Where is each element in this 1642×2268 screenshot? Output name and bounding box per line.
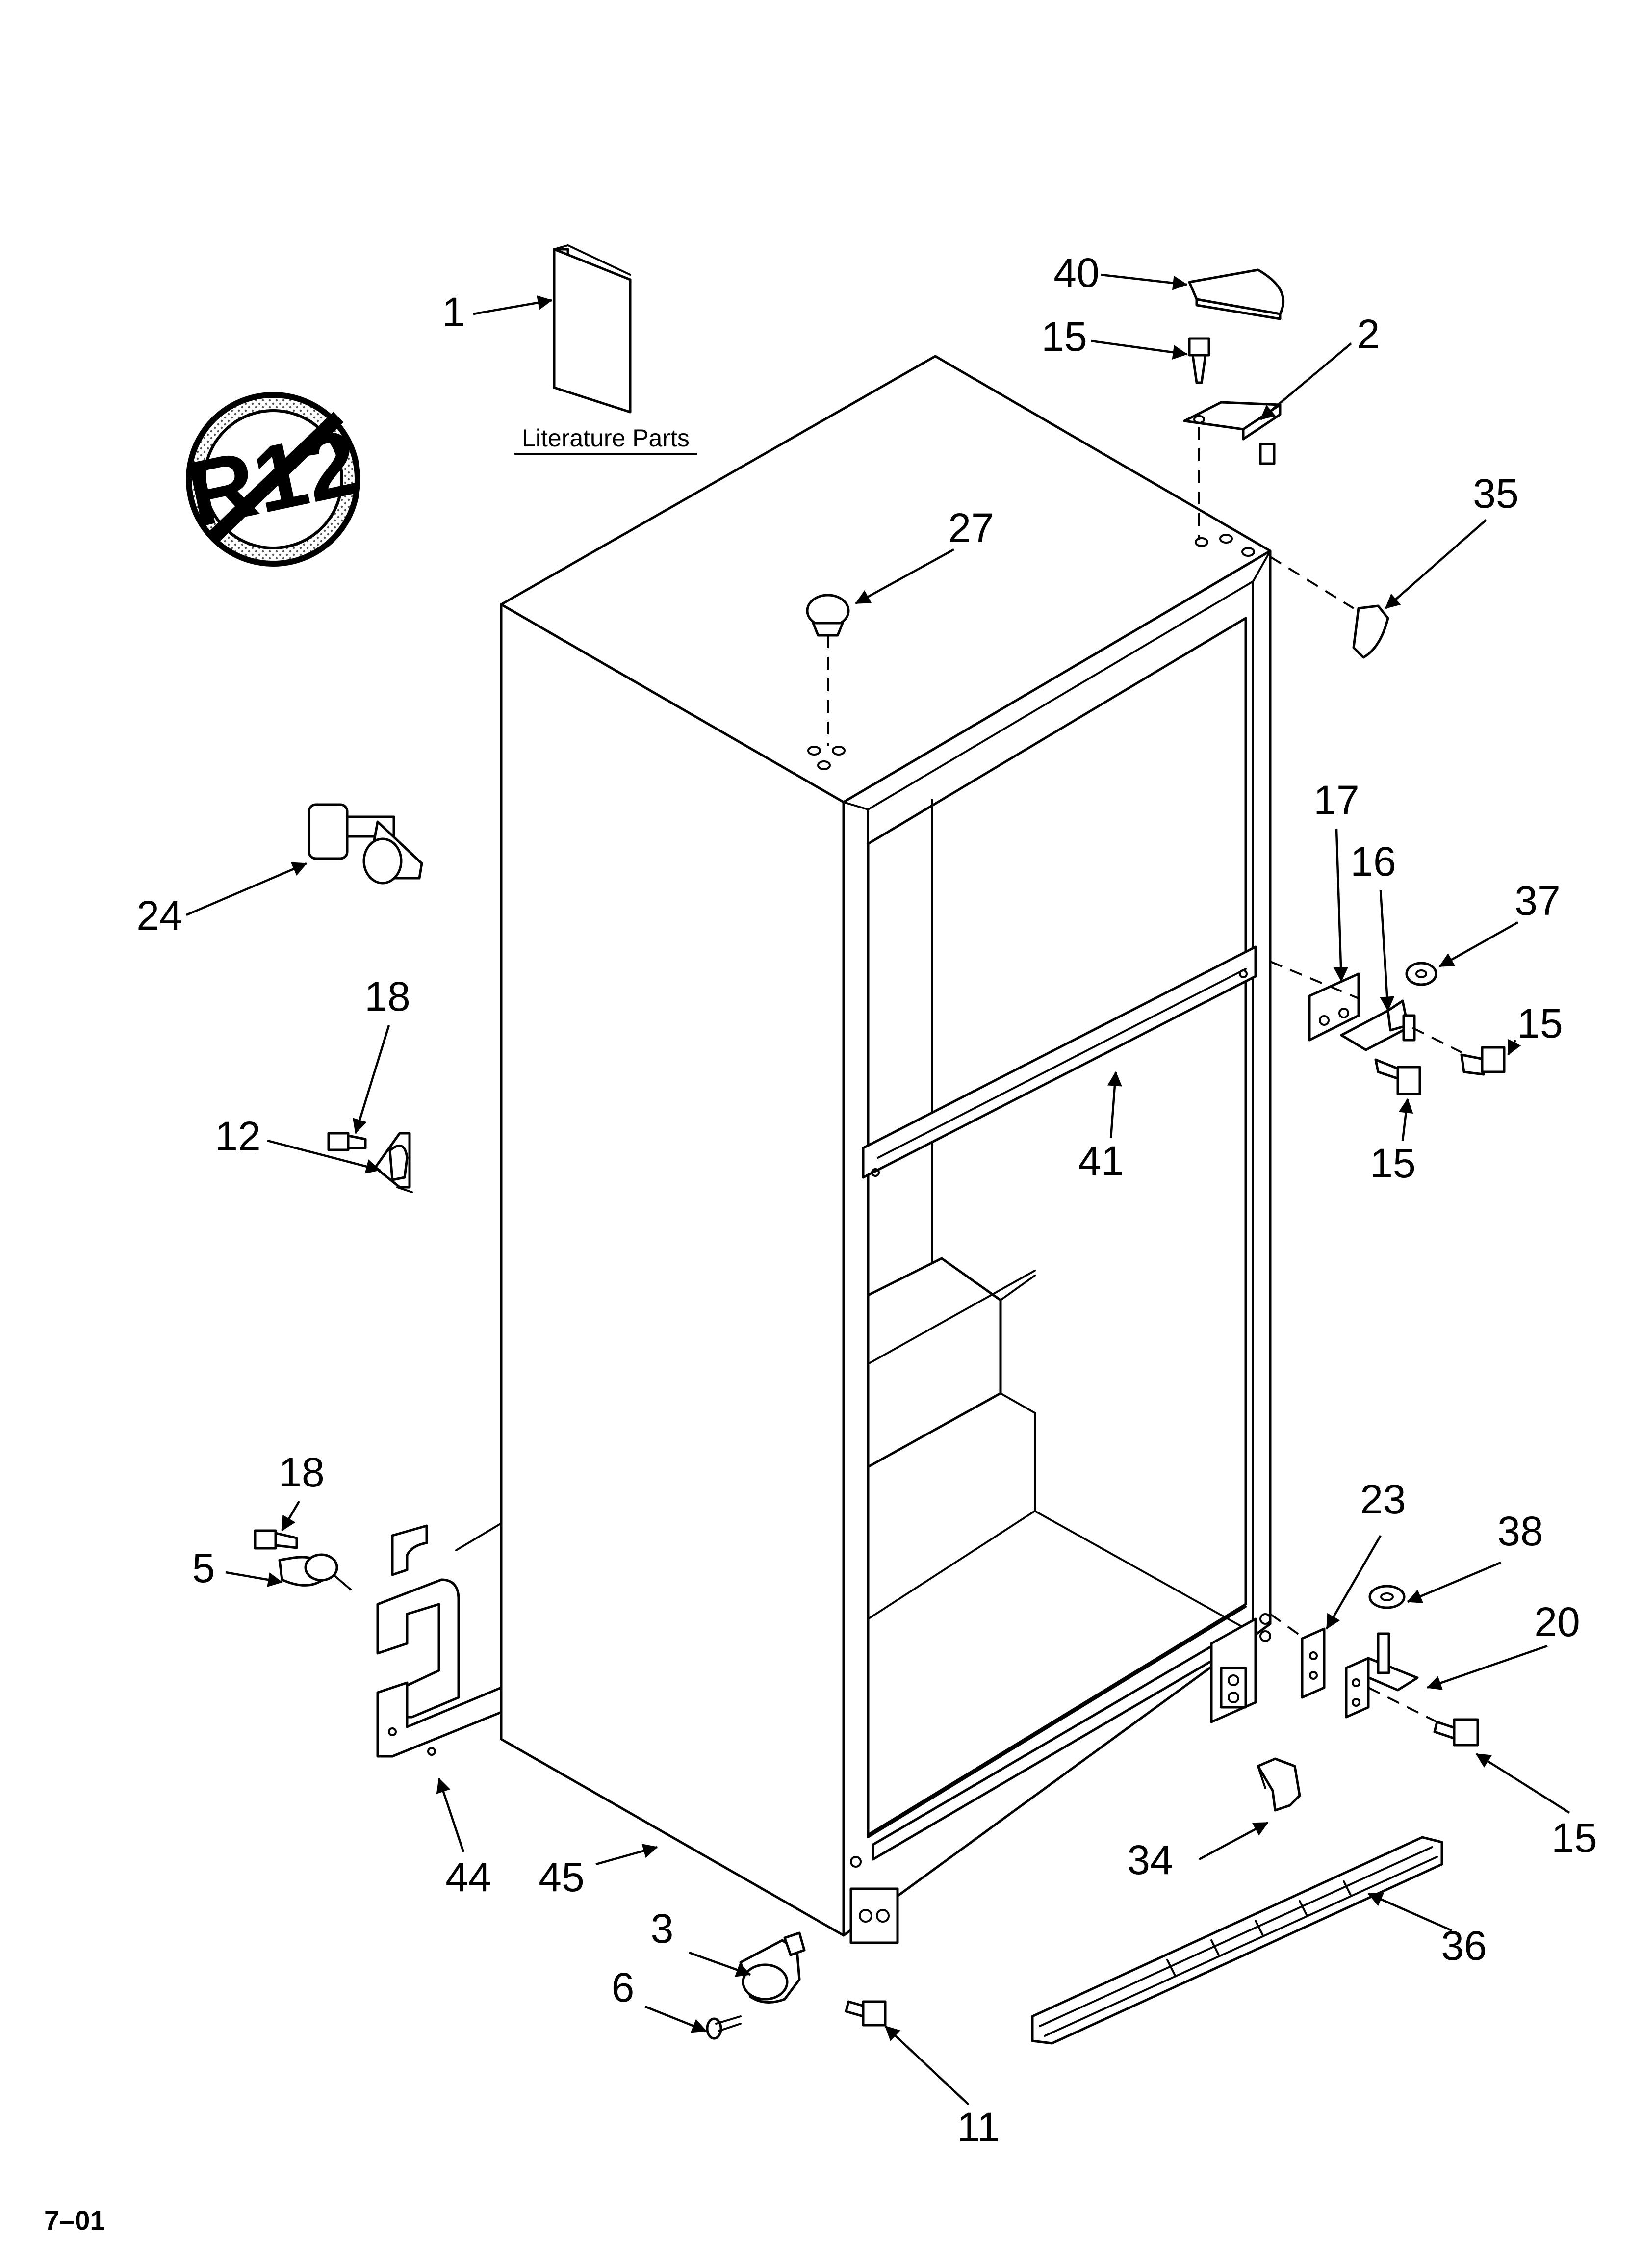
- part-15-screw-right: [1460, 1046, 1506, 1076]
- callout-24: 24: [136, 892, 182, 938]
- literature-booklet: Literature Parts: [514, 244, 697, 455]
- part-17-plate: [1270, 961, 1360, 1042]
- part-23-shim: [1269, 1613, 1326, 1699]
- part-44-panel: [376, 1522, 503, 1758]
- callout-2: 2: [1357, 311, 1380, 357]
- callout-18-lower: 18: [279, 1449, 324, 1495]
- no-r12-badge: R12: [179, 392, 367, 567]
- callout-15-lower: 15: [1370, 1140, 1415, 1186]
- callout-16: 16: [1350, 838, 1396, 885]
- part-20-hinge: [1345, 1632, 1437, 1723]
- part-38-washer: [1368, 1585, 1406, 1609]
- callout-41: 41: [1078, 1138, 1124, 1184]
- part-15-screw-bottom: [1433, 1718, 1479, 1747]
- part-18-screw-upper: [327, 1132, 367, 1151]
- part-35-trim: [1269, 556, 1389, 659]
- callout-45: 45: [539, 1854, 584, 1900]
- divider-rail: [862, 945, 1257, 1179]
- callout-15-right: 15: [1517, 1000, 1563, 1046]
- part-2-bracket: [1183, 401, 1282, 540]
- callout-11: 11: [957, 2104, 1000, 2150]
- callout-3: 3: [651, 1905, 674, 1952]
- callout-12: 12: [215, 1113, 260, 1159]
- part-27-plug: [806, 594, 850, 746]
- part-40-cover: [1188, 268, 1285, 320]
- callout-5: 5: [192, 1545, 215, 1591]
- part-11-screw: [845, 2000, 887, 2027]
- part-24-roller: [308, 803, 423, 885]
- callout-17: 17: [1313, 777, 1359, 823]
- callout-34: 34: [1127, 1837, 1173, 1883]
- callout-40: 40: [1053, 250, 1099, 296]
- part-3-leveler: [739, 1931, 806, 2004]
- callout-15-bottom: 15: [1551, 1815, 1597, 1861]
- part-6-pin: [706, 2015, 742, 2040]
- callout-44: 44: [445, 1854, 491, 1900]
- part-37-washer: [1405, 962, 1437, 986]
- callout-18-upper: 18: [364, 973, 410, 1019]
- callout-35: 35: [1473, 470, 1518, 517]
- part-18-screw-lower: [254, 1529, 298, 1550]
- part-12-clip: [374, 1132, 413, 1193]
- callout-20: 20: [1534, 1599, 1580, 1645]
- part-36-grille: [1031, 1836, 1443, 2045]
- callout-labels: 1 40 15 2 35 27 24 18 12 17 16 37 15 15 …: [136, 250, 1597, 2150]
- part-34-clip: [1257, 1757, 1301, 1812]
- leader-lines: [186, 273, 1570, 2106]
- callout-23: 23: [1360, 1476, 1406, 1522]
- part-15-screw-lower: [1374, 1058, 1421, 1095]
- part-15-screw-top: [1188, 337, 1210, 384]
- callout-15-top: 15: [1041, 313, 1087, 360]
- callout-1: 1: [442, 289, 465, 335]
- literature-parts-caption: Literature Parts: [522, 424, 690, 452]
- callout-6: 6: [612, 1964, 635, 2010]
- callout-27: 27: [948, 505, 994, 551]
- callout-37: 37: [1514, 878, 1560, 924]
- callout-38: 38: [1497, 1508, 1543, 1554]
- cabinet: [500, 355, 1272, 1944]
- revision-code: 7–01: [44, 2205, 105, 2236]
- callout-36: 36: [1441, 1923, 1487, 1969]
- part-5-clamp: [278, 1553, 352, 1590]
